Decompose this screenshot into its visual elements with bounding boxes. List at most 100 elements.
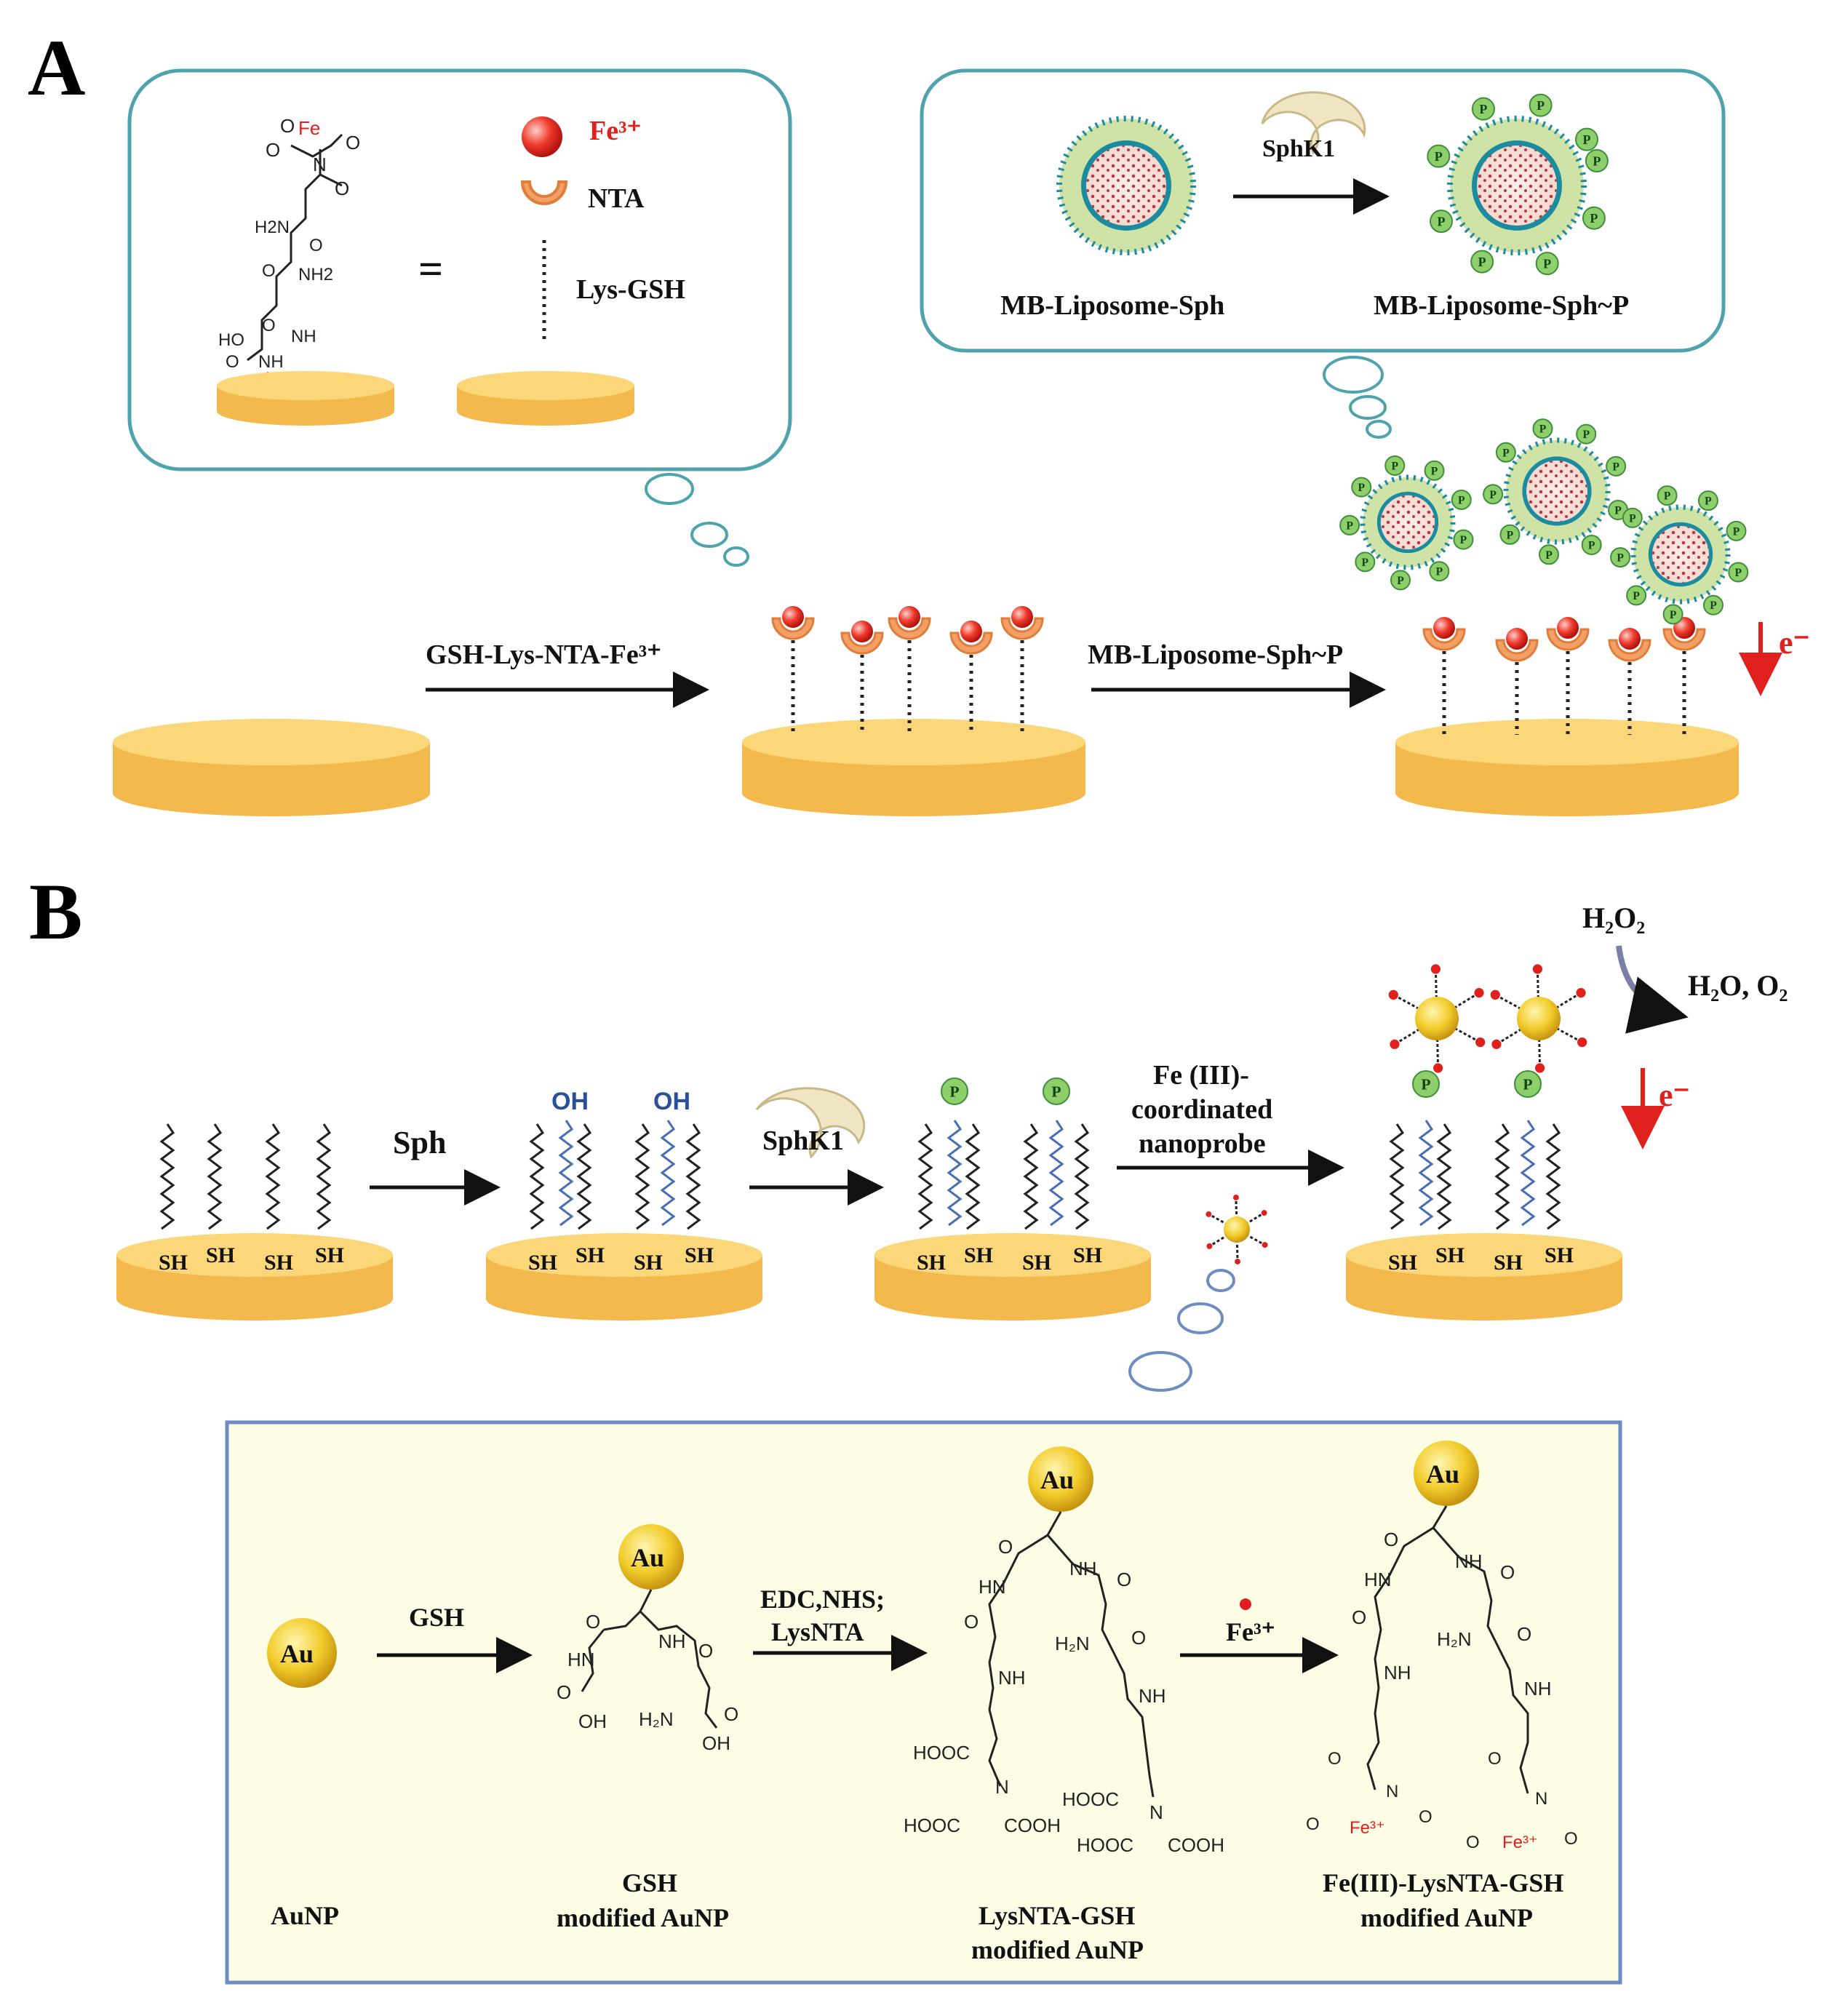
svg-text:O: O (280, 115, 295, 137)
svg-text:P: P (1478, 255, 1486, 269)
phosphate-badge: P (1043, 1077, 1070, 1105)
svg-text:SH: SH (315, 1243, 344, 1267)
nta-fe-probe (1000, 606, 1044, 735)
lysnta-label-line1: LysNTA-GSH (979, 1901, 1135, 1930)
legend-fe-label: Fe³⁺ (589, 116, 642, 146)
phosphate-badge: P (1657, 485, 1678, 506)
gsh-aunp-particle (618, 1524, 684, 1590)
svg-text:SH: SH (159, 1251, 188, 1275)
nta-fe-probe (1608, 628, 1651, 735)
phosphate-badge: P (1453, 529, 1474, 550)
svg-text:SH: SH (1388, 1251, 1417, 1275)
svg-text:P: P (1617, 552, 1624, 565)
svg-text:Fe³⁺: Fe³⁺ (1350, 1818, 1385, 1838)
svg-text:N: N (1149, 1801, 1163, 1823)
phosphate-badge: P (1390, 570, 1411, 591)
svg-text:O: O (698, 1640, 713, 1662)
svg-text:O: O (346, 132, 360, 154)
svg-text:P: P (1460, 534, 1467, 546)
svg-text:H2N: H2N (255, 218, 290, 237)
panel-b-letter: B (29, 867, 82, 956)
svg-text:P: P (1664, 490, 1671, 503)
svg-text:O: O (1352, 1606, 1366, 1628)
phosphate-badge: P (1470, 250, 1494, 274)
svg-text:P: P (1458, 494, 1465, 506)
svg-text:O: O (998, 1536, 1013, 1558)
svg-text:SH: SH (1545, 1243, 1574, 1267)
thought-bubbles-a-left (645, 473, 749, 567)
svg-text:P: P (1543, 256, 1551, 271)
captured-probes (1422, 617, 1706, 735)
phosphate-badge: P (1702, 594, 1724, 615)
svg-text:N: N (313, 154, 327, 175)
modified-electrode-a (742, 719, 1085, 816)
au-label-4: Au (1426, 1459, 1459, 1489)
svg-text:H₂N: H₂N (1437, 1628, 1472, 1650)
phosphate-badge: P (1532, 418, 1553, 439)
gsh-label-line1: GSH (622, 1868, 677, 1897)
svg-text:HOOC: HOOC (904, 1814, 960, 1836)
svg-text:HN: HN (979, 1576, 1006, 1598)
step-label-gsh: GSH (409, 1603, 464, 1632)
legend-electrode-left (217, 371, 394, 426)
svg-text:OH: OH (653, 1088, 690, 1115)
svg-text:O: O (1117, 1569, 1131, 1590)
nanoprobe-icon (1206, 1195, 1268, 1264)
svg-text:HN: HN (567, 1649, 595, 1670)
svg-text:O: O (557, 1681, 571, 1703)
bound-nanoprobe (1490, 964, 1587, 1073)
svg-text:SH: SH (264, 1251, 293, 1275)
sphk1-enzyme-icon-b (755, 1087, 866, 1159)
phosphate-badge: P (1339, 514, 1360, 535)
nta-fe-probe (840, 621, 884, 735)
svg-text:P: P (1362, 557, 1369, 569)
svg-text:P: P (1502, 447, 1510, 459)
fe-lysnta-gsh-structure: O HN NH O O H₂N O NH NH O N Fe³⁺ O O O N… (1306, 1505, 1578, 1852)
svg-text:SH: SH (1022, 1251, 1051, 1275)
svg-text:OH: OH (578, 1710, 607, 1732)
svg-text:O: O (1328, 1749, 1342, 1769)
phosphate-badge: P (1574, 127, 1598, 151)
svg-text:P: P (1397, 575, 1404, 587)
svg-text:O: O (1564, 1829, 1578, 1849)
svg-text:SH: SH (1494, 1251, 1523, 1275)
svg-text:NH: NH (658, 1630, 686, 1652)
panel-a-letter: A (28, 23, 85, 112)
thought-bubbles-b (1128, 1269, 1235, 1392)
fe-ion-icon (522, 116, 562, 157)
nta-fe-probe (1495, 628, 1539, 735)
svg-text:P: P (1593, 154, 1601, 168)
phosphate-badge: P (1471, 97, 1495, 121)
au-label-2: Au (631, 1543, 664, 1572)
svg-text:P: P (1733, 525, 1740, 538)
svg-text:HOOC: HOOC (1077, 1834, 1133, 1856)
phosphate-badge: P (1581, 534, 1602, 555)
phosphate-badge: P (1451, 489, 1472, 510)
legend-lysgsh-label: Lys-GSH (576, 274, 685, 305)
nta-fe-probes (771, 606, 1044, 735)
fe-lysnta-aunp-particle (1414, 1441, 1479, 1506)
lysnta-aunp-particle (1028, 1446, 1093, 1512)
phosphate-badge: P (1728, 562, 1749, 583)
svg-text:SH: SH (1073, 1243, 1102, 1267)
svg-text:NH: NH (1139, 1685, 1166, 1707)
legend-box (127, 68, 792, 471)
svg-text:O: O (1500, 1561, 1515, 1583)
svg-text:O: O (964, 1611, 979, 1633)
nta-fe-probe (888, 606, 931, 735)
svg-text:P: P (1582, 132, 1590, 147)
phosphate-badge: P (1662, 604, 1683, 625)
svg-text:SH: SH (528, 1251, 557, 1275)
svg-text:NH: NH (1455, 1550, 1483, 1572)
svg-text:HOOC: HOOC (913, 1742, 970, 1764)
phosphate-badge: P (1424, 460, 1445, 481)
svg-text:P: P (1489, 489, 1497, 501)
svg-text:OH: OH (551, 1088, 589, 1115)
svg-text:O: O (1517, 1623, 1531, 1645)
